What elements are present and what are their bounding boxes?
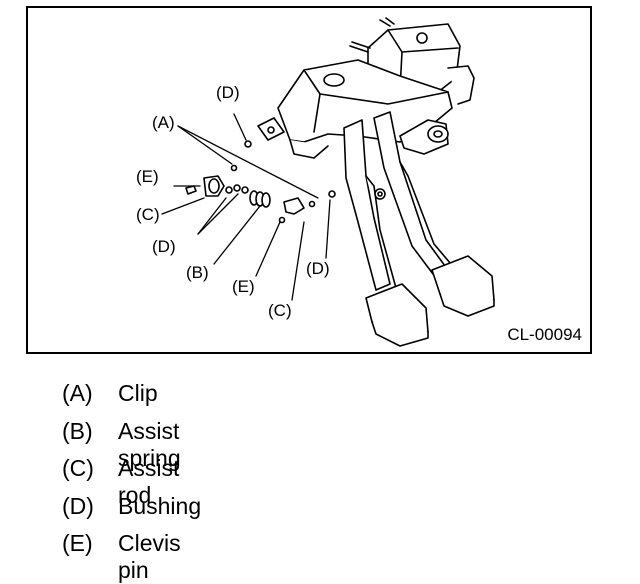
legend-key: (C) <box>62 455 94 481</box>
callout-leaders <box>161 113 331 301</box>
legend-description: Assist rod <box>118 455 180 508</box>
pushrod-mount <box>399 119 449 155</box>
callout-a: (A) <box>152 113 175 132</box>
callout-d-top: (D) <box>216 83 240 102</box>
callout-e-bottom: (E) <box>232 277 255 296</box>
brake-pedal <box>373 111 495 317</box>
callout-e-left: (E) <box>136 167 159 186</box>
callout-d-left: (D) <box>152 237 176 256</box>
callout-c-left: (C) <box>136 205 160 224</box>
pedal-assembly-drawing <box>161 17 495 347</box>
clutch-pedal <box>343 119 429 347</box>
legend-description: Bushing <box>118 492 202 519</box>
legend-key: (B) <box>62 417 93 444</box>
legend-key: (D) <box>62 492 94 519</box>
legend-description: Clevis pin <box>118 530 181 583</box>
legend-description: Assist spring <box>118 417 181 471</box>
pedal-assembly-figure: (D) (A) (E) (C) (D) (B) (E) (C) (D) CL-0… <box>26 6 592 354</box>
legend-key: (A) <box>62 380 93 406</box>
assist-parts <box>185 140 336 224</box>
legend-description: Clip <box>118 380 158 406</box>
callout-b: (B) <box>186 263 209 282</box>
callout-c-bottom: (C) <box>268 301 292 320</box>
callout-d-right: (D) <box>306 259 330 278</box>
legend-key: (E) <box>62 530 93 556</box>
figure-code: CL-00094 <box>507 325 582 344</box>
